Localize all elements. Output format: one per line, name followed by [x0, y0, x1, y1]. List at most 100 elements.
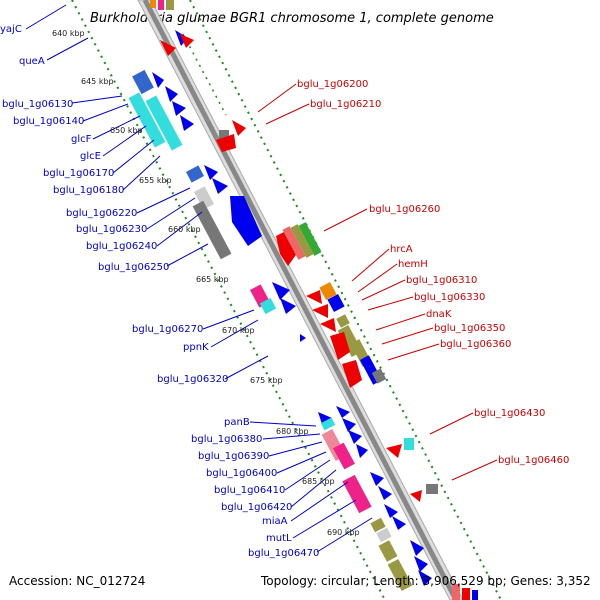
- gene-label-left[interactable]: bglu_1g06250: [98, 262, 169, 273]
- gene-label-left[interactable]: ppnK: [183, 342, 209, 353]
- gene-box: [186, 165, 204, 183]
- gene-label-left[interactable]: bglu_1g06470: [248, 548, 319, 559]
- gene-arrow: [410, 490, 422, 502]
- gene-label-left[interactable]: glcF: [71, 134, 92, 145]
- gene-label-left[interactable]: bglu_1g06240: [86, 241, 157, 252]
- gene-arrow: [165, 86, 178, 102]
- kbp-tick-label: 650 kbp: [110, 126, 143, 135]
- gene-box: [166, 0, 174, 10]
- gene-box: [298, 222, 322, 256]
- gene-label-left[interactable]: panB: [224, 417, 250, 428]
- kbp-tick-label: 645 kbp: [81, 77, 114, 86]
- gene-box: [426, 484, 438, 494]
- gene-label-left[interactable]: bglu_1g06390: [198, 451, 269, 462]
- gene-box: [371, 368, 387, 384]
- gene-arrow: [204, 165, 218, 180]
- gene-box: [378, 540, 398, 562]
- topology-text: Topology: circular; Length: 3,906,529 bp…: [261, 574, 591, 588]
- gene-arrow: [336, 406, 350, 418]
- gene-label-right[interactable]: dnaK: [426, 309, 452, 320]
- gene-arrow: [356, 444, 368, 458]
- inner-guide-line: [182, 33, 227, 116]
- gene-arrow: [160, 40, 176, 56]
- gene-label-right[interactable]: hemH: [398, 259, 428, 270]
- kbp-tick-label: 655 kbp: [139, 176, 172, 185]
- gene-arrow: [300, 334, 306, 342]
- gene-label-right[interactable]: bglu_1g06460: [498, 455, 569, 466]
- gene-label-right[interactable]: bglu_1g06210: [310, 99, 381, 110]
- genome-title: Burkholderia glumae BGR1 chromosome 1, c…: [90, 11, 494, 26]
- kbp-tick-label: 660 kbp: [168, 225, 201, 234]
- gene-features: [128, 0, 478, 600]
- gene-label-left[interactable]: bglu_1g06270: [132, 324, 203, 335]
- gene-label-left[interactable]: bglu_1g06180: [53, 185, 124, 196]
- gene-arrow: [342, 360, 362, 388]
- kbp-tick-labels: 640 kbp 645 kbp 650 kbp 655 kbp 660 kbp …: [52, 29, 360, 537]
- accession-text: Accession: NC_012724: [9, 574, 146, 588]
- gene-box: [319, 282, 337, 300]
- gene-arrow: [180, 115, 194, 131]
- gene-box: [452, 584, 460, 600]
- gene-arrow: [276, 230, 298, 266]
- gene-box: [370, 517, 386, 533]
- gene-label-right[interactable]: bglu_1g06310: [406, 275, 477, 286]
- gene-label-left[interactable]: bglu_1g06420: [221, 502, 292, 513]
- kbp-tick-label: 680 kbp: [276, 427, 309, 436]
- gene-label-left[interactable]: bglu_1g06220: [66, 208, 137, 219]
- gene-label-right[interactable]: hrcA: [390, 244, 413, 255]
- gene-arrow: [312, 304, 328, 318]
- gene-box: [145, 95, 183, 151]
- gene-box: [333, 442, 355, 470]
- gene-label-right[interactable]: bglu_1g06350: [434, 323, 505, 334]
- gene-label-right[interactable]: bglu_1g06330: [414, 292, 485, 303]
- gene-box: [132, 69, 154, 95]
- gene-label-right[interactable]: bglu_1g06200: [297, 79, 368, 90]
- gene-label-left[interactable]: bglu_1g06410: [214, 485, 285, 496]
- gene-label-left[interactable]: bglu_1g06380: [191, 434, 262, 445]
- gene-box: [150, 0, 156, 8]
- gene-box: [376, 527, 392, 543]
- kbp-tick-label: 640 kbp: [52, 29, 85, 38]
- right-gene-labels: bglu_1g06200 bglu_1g06210 bglu_1g06260 h…: [297, 79, 569, 466]
- gene-label-left[interactable]: queA: [19, 56, 45, 67]
- gene-arrow: [230, 196, 262, 246]
- gene-arrow: [280, 298, 296, 314]
- backbone: [137, 0, 464, 600]
- gene-arrow: [384, 504, 398, 518]
- gene-box: [462, 588, 470, 600]
- gene-label-left[interactable]: bglu_1g06320: [157, 374, 228, 385]
- gene-box: [387, 558, 413, 592]
- gene-box: [192, 200, 232, 260]
- gene-label-left[interactable]: bglu_1g06130: [2, 99, 73, 110]
- gene-label-left[interactable]: yajC: [0, 24, 22, 35]
- gene-label-right[interactable]: bglu_1g06360: [440, 339, 511, 350]
- gene-arrow: [318, 412, 332, 424]
- left-gene-labels: yajC queA bglu_1g06130 bglu_1g06140 glcF…: [0, 24, 319, 559]
- gene-label-right[interactable]: bglu_1g06430: [474, 408, 545, 419]
- gene-label-left[interactable]: bglu_1g06140: [13, 116, 84, 127]
- gene-label-right[interactable]: bglu_1g06260: [369, 204, 440, 215]
- gene-box: [194, 186, 214, 210]
- gene-label-left[interactable]: miaA: [262, 516, 288, 527]
- gene-arrow: [330, 332, 350, 360]
- gene-box: [290, 224, 314, 258]
- guide-lines: [71, 0, 502, 600]
- gene-arrow: [212, 178, 228, 194]
- gene-label-left[interactable]: bglu_1g06170: [43, 168, 114, 179]
- gene-arrow: [418, 570, 432, 586]
- gene-box: [404, 438, 414, 450]
- kbp-tick-label: 675 kbp: [250, 376, 283, 385]
- gene-label-left[interactable]: bglu_1g06230: [76, 224, 147, 235]
- gene-arrow: [216, 134, 236, 152]
- gene-box: [158, 0, 164, 10]
- kbp-tick-label: 690 kbp: [327, 528, 360, 537]
- gene-label-left[interactable]: glcE: [80, 151, 101, 162]
- gene-label-left[interactable]: mutL: [266, 533, 292, 544]
- gene-label-left[interactable]: bglu_1g06400: [206, 468, 277, 479]
- gene-arrow: [180, 34, 194, 48]
- gene-arrow: [392, 516, 406, 530]
- gene-box: [282, 226, 306, 260]
- gene-arrow: [232, 120, 246, 136]
- gene-arrow: [410, 540, 424, 556]
